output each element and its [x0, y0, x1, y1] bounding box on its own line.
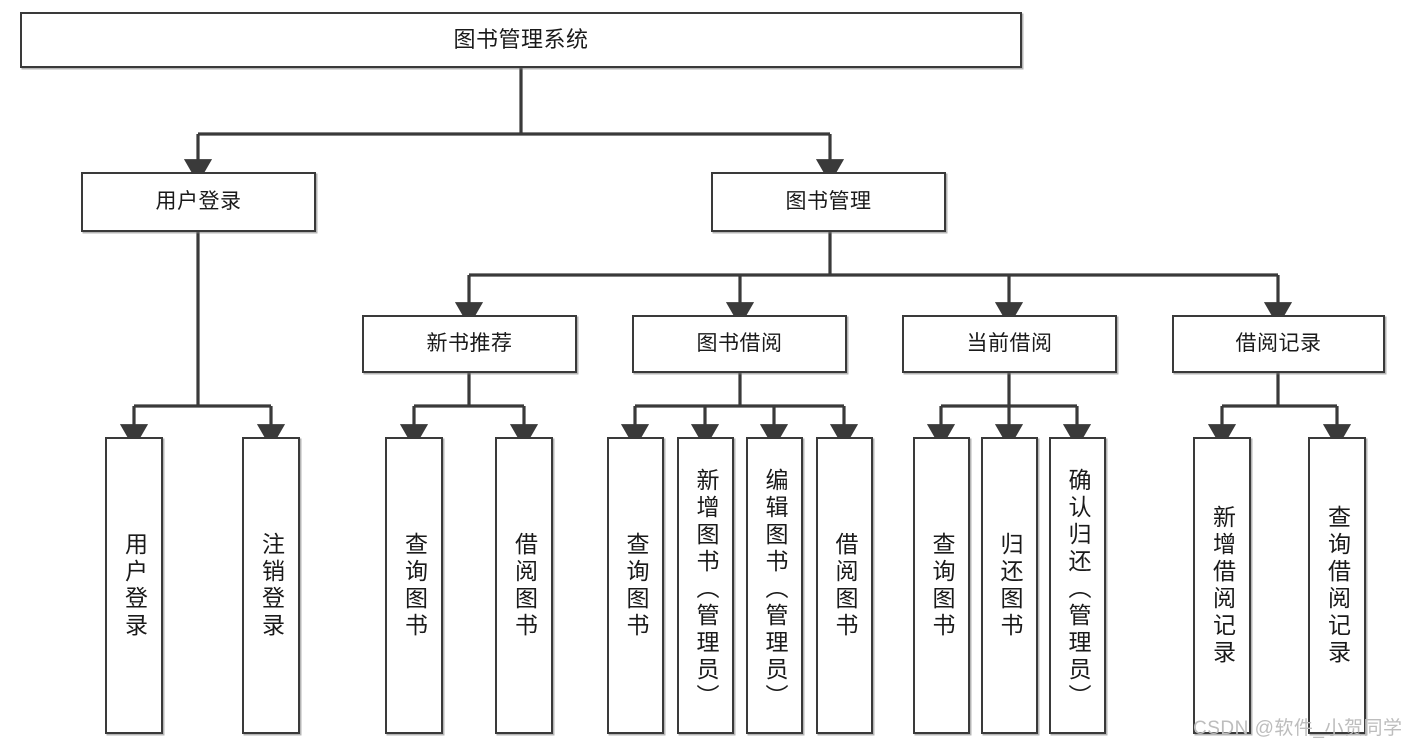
node-book-borrow-label: 图书借阅: [696, 332, 783, 356]
node-leaf-confirm-return-admin[interactable]: 确认归还（管理员）: [1049, 437, 1106, 734]
node-user-login[interactable]: 用户登录: [81, 172, 316, 232]
node-book-management-label: 图书管理: [785, 190, 872, 214]
node-leaf-logout-label: 注销登录: [258, 531, 285, 640]
node-leaf-confirm-return-admin-label: 确认归还（管理员）: [1065, 468, 1091, 711]
node-leaf-logout[interactable]: 注销登录: [242, 437, 300, 734]
node-leaf-borrow-book-recommend[interactable]: 借阅图书: [495, 437, 553, 734]
node-user-login-label: 用户登录: [155, 190, 242, 214]
node-leaf-borrow-book-label: 借阅图书: [832, 531, 858, 640]
node-leaf-query-borrow-record[interactable]: 查询借阅记录: [1308, 437, 1366, 734]
node-borrow-record[interactable]: 借阅记录: [1172, 315, 1385, 373]
node-leaf-user-login[interactable]: 用户登录: [105, 437, 163, 734]
node-leaf-add-borrow-record[interactable]: 新增借阅记录: [1193, 437, 1251, 734]
node-root-system-label: 图书管理系统: [453, 26, 589, 52]
node-leaf-borrow-book[interactable]: 借阅图书: [816, 437, 873, 734]
node-book-management[interactable]: 图书管理: [711, 172, 946, 232]
node-leaf-add-book-admin-label: 新增图书（管理员）: [693, 468, 719, 711]
node-leaf-add-book-admin[interactable]: 新增图书（管理员）: [677, 437, 734, 734]
node-borrow-record-label: 借阅记录: [1235, 332, 1322, 356]
node-leaf-query-book-borrow[interactable]: 查询图书: [607, 437, 664, 734]
node-leaf-query-book-current[interactable]: 查询图书: [913, 437, 970, 734]
node-leaf-edit-book-admin-label: 编辑图书（管理员）: [762, 468, 788, 711]
node-leaf-query-book-borrow-label: 查询图书: [623, 531, 649, 640]
node-leaf-return-book-label: 归还图书: [997, 531, 1023, 640]
node-leaf-user-login-label: 用户登录: [121, 531, 148, 640]
node-leaf-query-book-recommend[interactable]: 查询图书: [385, 437, 443, 734]
node-root-system[interactable]: 图书管理系统: [20, 12, 1022, 68]
node-leaf-query-book-recommend-label: 查询图书: [401, 531, 428, 640]
node-leaf-return-book[interactable]: 归还图书: [981, 437, 1038, 734]
node-book-borrow[interactable]: 图书借阅: [632, 315, 847, 373]
node-current-borrow-label: 当前借阅: [966, 332, 1053, 356]
node-leaf-borrow-book-recommend-label: 借阅图书: [511, 531, 538, 640]
node-leaf-query-borrow-record-label: 查询借阅记录: [1324, 504, 1351, 667]
node-leaf-add-borrow-record-label: 新增借阅记录: [1209, 504, 1236, 667]
watermark-text: CSDN @软件_小贺同学: [1193, 718, 1403, 739]
node-leaf-query-book-current-label: 查询图书: [929, 531, 955, 640]
node-current-borrow[interactable]: 当前借阅: [902, 315, 1117, 373]
node-new-book-recommend[interactable]: 新书推荐: [362, 315, 577, 373]
node-leaf-edit-book-admin[interactable]: 编辑图书（管理员）: [746, 437, 803, 734]
node-new-book-recommend-label: 新书推荐: [426, 332, 513, 356]
